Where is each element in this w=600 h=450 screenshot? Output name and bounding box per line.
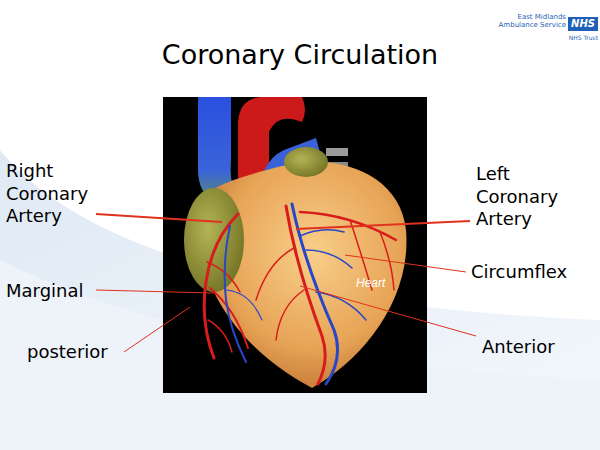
artery-label: Left Coronary Artery <box>476 163 594 231</box>
artery-label: Right Coronary Artery <box>6 160 106 228</box>
leader-line <box>345 255 466 272</box>
artery-label: posterior <box>27 341 108 364</box>
artery-label: Circumflex <box>471 261 567 284</box>
leader-line <box>96 214 222 222</box>
organisation-name: NHS Trust <box>566 35 598 42</box>
logo-text: NHS <box>568 17 598 31</box>
artery-label: Marginal <box>6 280 84 303</box>
leader-line <box>296 221 470 229</box>
background-wave <box>0 150 600 450</box>
leader-line <box>96 290 214 293</box>
cardiac-veins <box>225 204 366 384</box>
illustration-caption: Heart <box>356 276 385 291</box>
left-atrium <box>284 147 328 177</box>
slide-title: Coronary Circulation <box>0 38 600 72</box>
illustration-panel <box>163 97 427 393</box>
leader-line <box>124 307 190 352</box>
right-atrium <box>184 188 244 292</box>
pulmonary-vein <box>326 148 348 156</box>
leader-line <box>300 286 476 336</box>
organisation-name: East Midlands Ambulance Service <box>478 14 566 29</box>
artery-label: Anterior <box>482 336 555 359</box>
leader-lines <box>96 214 476 352</box>
logo-box: NHS <box>568 17 598 31</box>
